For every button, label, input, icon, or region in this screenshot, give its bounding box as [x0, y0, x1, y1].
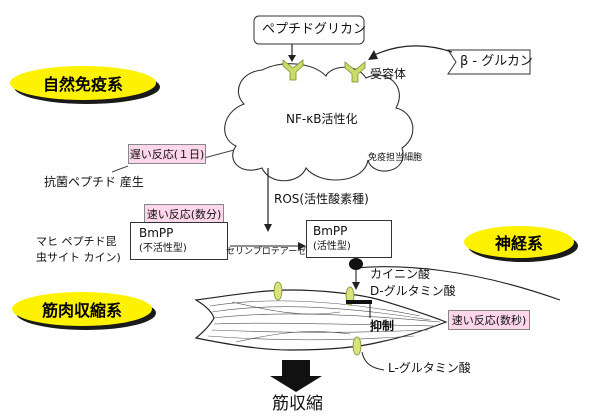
fast-seconds-label: 速い反応(数秒): [451, 314, 527, 327]
inhibition-label: 抑制: [370, 319, 395, 333]
receptor-left-icon: [282, 59, 304, 81]
bmpp-inactive-box: BmPP (不活性型): [130, 222, 228, 260]
ros-label: ROS(活性酸素種): [274, 192, 369, 206]
nerve-terminal: [349, 258, 363, 270]
receptor-right-icon: [344, 61, 366, 83]
peptidoglycan-label: ペプチドグリカン: [262, 22, 367, 37]
serine-protease-label: セリンプロテアーゼ: [226, 247, 307, 257]
muscle-receptor-top-left: [273, 281, 283, 301]
bmpp-inactive-name: BmPP: [139, 226, 174, 240]
kainic-acid-label: カイニン酸: [370, 267, 431, 281]
bmpp-active-box: BmPP (活性型): [306, 220, 392, 258]
muscle-receptor-bottom: [352, 336, 362, 356]
muscle-system-label: 筋肉収縮系: [41, 301, 122, 320]
l-glutamate-label: L-グルタミン酸: [388, 361, 471, 375]
innate-immunity-label: 自然免疫系: [42, 75, 123, 94]
immune-cell-label: 免疫担当細胞: [368, 153, 423, 163]
bmpp-active-state: (活性型): [313, 241, 351, 252]
d-glutamate-label: D-グルタミン酸: [370, 284, 456, 298]
antibacterial-label: 抗菌ペプチド 産生: [44, 175, 144, 189]
muscle-fiber: [194, 289, 448, 351]
nervous-system-ellipse: 神経系: [464, 226, 574, 258]
paralytic-peptide-line2: 虫サイト カイン): [36, 251, 121, 264]
fast-minutes-badge: 速い反応(数分): [144, 204, 224, 224]
contraction-arrow-icon: [270, 360, 322, 392]
nerve-line: [355, 266, 561, 301]
muscle-system-ellipse: 筋肉収縮系: [12, 292, 152, 326]
arrow-beta-glucan: [371, 45, 453, 57]
fast-minutes-label: 速い反応(数分): [146, 208, 222, 221]
paralytic-peptide-line1: マヒ ペプチド昆: [36, 235, 117, 248]
l-glutamate-pointer: [361, 351, 385, 371]
peptidoglycan-box: [253, 15, 365, 45]
innate-immunity-ellipse: 自然免疫系: [10, 66, 156, 100]
nervous-system-label: 神経系: [494, 234, 543, 253]
bmpp-active-name: BmPP: [313, 224, 348, 238]
fast-seconds-badge: 速い反応(数秒): [448, 310, 530, 330]
beta-glucan-box: [447, 49, 531, 75]
contraction-label: 筋収縮: [272, 394, 323, 414]
receptor-label: 受容体: [370, 67, 407, 81]
bmpp-inactive-state: (不活性型): [139, 243, 187, 254]
slow-reaction-badge: 遅い反応(１日): [128, 144, 206, 164]
slow-reaction-label: 遅い反応(１日): [129, 148, 205, 161]
beta-glucan-label: β - グルカン: [460, 54, 533, 69]
nfkb-label: NF-κB活性化: [286, 112, 358, 126]
